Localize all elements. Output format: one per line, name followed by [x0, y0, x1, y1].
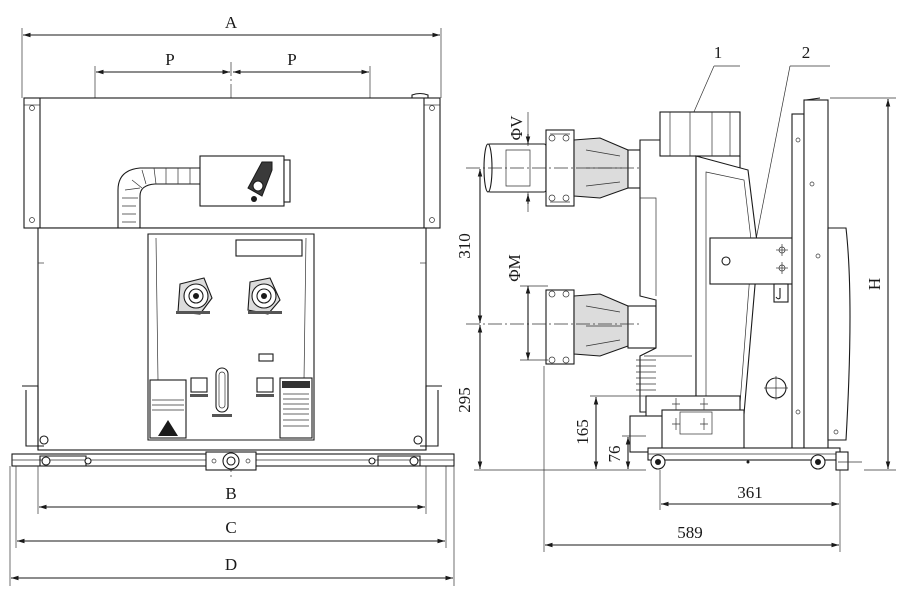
- dimension-165: 165: [573, 395, 646, 469]
- callout-1-label: 1: [714, 43, 723, 62]
- indicator-small: [258, 353, 274, 362]
- dimension-589: 589: [543, 366, 841, 552]
- dim-a-label: A: [225, 13, 238, 32]
- dimension-295: 295: [455, 325, 646, 471]
- cable-chain: [117, 155, 291, 228]
- side-chassis: [629, 395, 862, 471]
- mechanism-housing: [695, 155, 797, 415]
- dim-b-label: B: [225, 484, 236, 503]
- indicator-left: [190, 377, 208, 393]
- dimension-b: B: [37, 466, 427, 514]
- dim-p-left-label: P: [165, 50, 174, 69]
- side-view: 1 2: [455, 43, 896, 552]
- dim-361-label: 361: [737, 483, 763, 502]
- indicator-right: [256, 377, 274, 393]
- control-panel: [147, 233, 315, 441]
- close-shaft-icon: [176, 277, 213, 315]
- dimension-phi-m: ΦM: [505, 254, 548, 361]
- dim-310-label: 310: [455, 233, 474, 259]
- dimension-310: 310: [455, 169, 483, 323]
- rating-plate: [279, 377, 313, 439]
- dim-295-label: 295: [455, 387, 474, 413]
- lower-contact-arm: [545, 289, 657, 365]
- dimension-h: H: [830, 97, 896, 471]
- hook-icon: [773, 283, 789, 303]
- counter-slot: [215, 367, 229, 413]
- dim-h-label: H: [865, 278, 884, 290]
- right-wheel-icon: [409, 456, 419, 466]
- dim-p-right-label: P: [287, 50, 296, 69]
- side-rails: [22, 385, 442, 450]
- dimension-361: 361: [659, 470, 841, 510]
- dim-76-label: 76: [605, 446, 624, 463]
- front-view: A P P: [9, 13, 455, 586]
- dim-phi-v-label: ΦV: [507, 115, 526, 140]
- dimension-c: C: [15, 466, 447, 548]
- dimension-a: A: [21, 13, 442, 98]
- dim-165-label: 165: [573, 419, 592, 445]
- nameplate-window: [235, 239, 303, 257]
- insulating-pole: [636, 111, 741, 413]
- charge-shaft-icon: [247, 277, 282, 315]
- side-front-panel: [764, 97, 851, 453]
- truck-base: [11, 451, 455, 471]
- dim-phi-m-label: ΦM: [505, 254, 524, 282]
- callout-2: 2: [751, 43, 830, 261]
- dimension-d: D: [9, 466, 455, 586]
- callout-2-label: 2: [802, 43, 811, 62]
- dimension-phi-v: ΦV: [507, 112, 531, 212]
- dim-589-label: 589: [677, 523, 703, 542]
- warning-triangle-icon: [158, 420, 178, 436]
- lead-screw-icon: [205, 451, 257, 471]
- dim-c-label: C: [225, 518, 236, 537]
- dim-d-label: D: [225, 555, 237, 574]
- warning-label: [149, 379, 187, 439]
- dimension-76: 76: [605, 435, 646, 469]
- left-wheel-icon: [41, 456, 51, 466]
